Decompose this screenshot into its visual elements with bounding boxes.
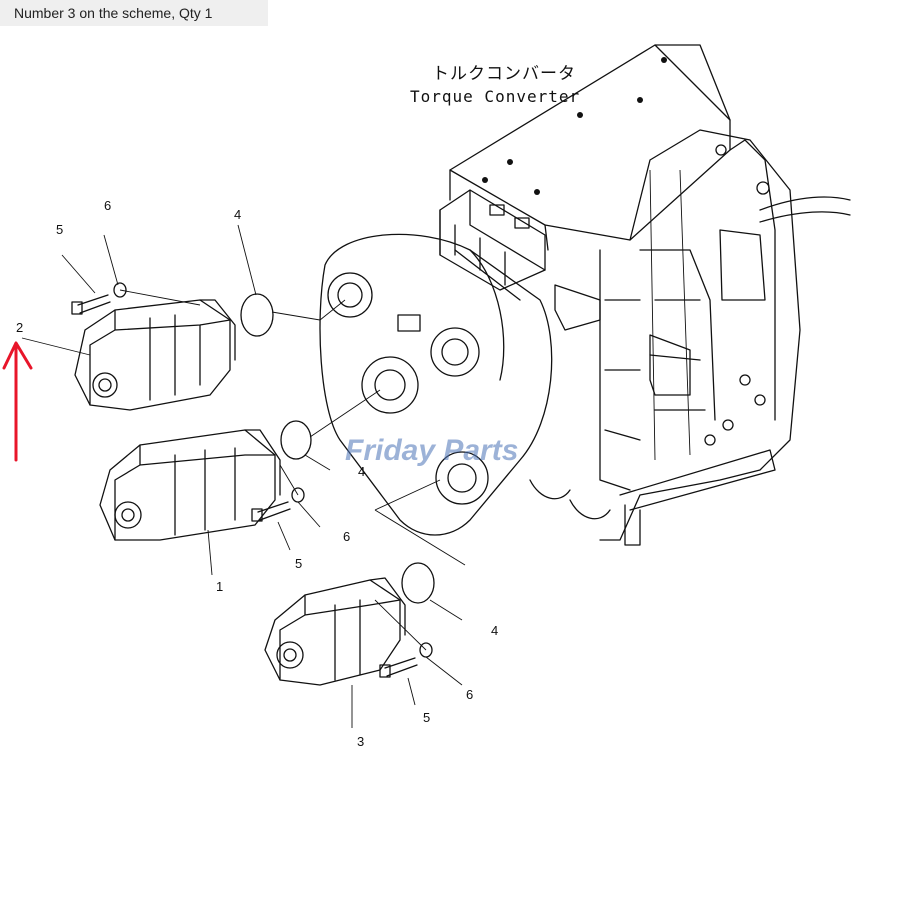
callout-6: 6 (104, 198, 111, 213)
pump-1 (99, 429, 281, 541)
callout-4: 4 (491, 623, 498, 638)
callout-6: 6 (466, 687, 473, 702)
caption-bar: Number 3 on the scheme, Qty 1 (0, 0, 268, 26)
callout-3: 3 (357, 734, 364, 749)
pump-3 (264, 577, 406, 686)
watermark: Friday Parts (345, 434, 518, 467)
callout-5: 5 (56, 222, 63, 237)
callout-4: 4 (358, 464, 365, 479)
callout-2: 2 (16, 320, 23, 335)
bolt-middle (251, 487, 305, 522)
o-ring-middle (280, 420, 312, 460)
caption-text: Number 3 on the scheme, Qty 1 (14, 5, 213, 21)
transmission-housing (449, 44, 851, 546)
pump-drive-case (319, 233, 611, 536)
leader-lines (21, 224, 466, 728)
title-english: Torque Converter (410, 87, 580, 106)
valve-block (439, 189, 691, 396)
callout-5: 5 (423, 710, 430, 725)
o-ring-upper (240, 293, 274, 337)
callout-1: 1 (216, 579, 223, 594)
callout-5: 5 (295, 556, 302, 571)
o-ring-lower (401, 562, 435, 604)
bolt-upper (71, 282, 127, 315)
callout-6: 6 (343, 529, 350, 544)
red-arrow-indicator (2, 341, 33, 462)
callout-4: 4 (234, 207, 241, 222)
pump-2 (74, 299, 236, 411)
title-japanese: トルクコンバータ (432, 64, 576, 84)
